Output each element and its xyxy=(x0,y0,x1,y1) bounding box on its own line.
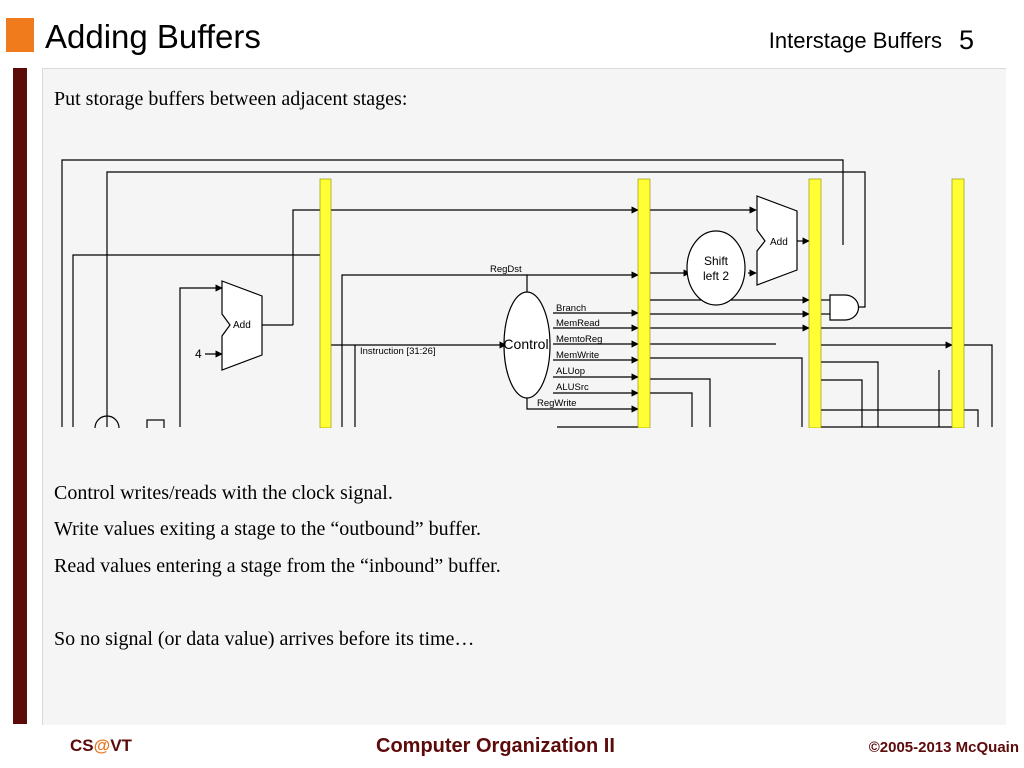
add1-input-wire xyxy=(179,284,223,427)
memtoreg-label: MemtoReg xyxy=(556,334,602,345)
intro-text: Put storage buffers between adjacent sta… xyxy=(54,88,408,110)
adder-2 xyxy=(756,195,798,286)
slide-title: Adding Buffers xyxy=(45,18,261,55)
regdst-label: RegDst xyxy=(490,264,522,275)
adder-2-label: Add xyxy=(770,237,788,248)
shift-left-2-unit xyxy=(686,230,746,306)
shift-label-line1: Shift xyxy=(704,254,729,268)
alusrc-label: ALUSrc xyxy=(556,382,589,393)
pc-register-partial xyxy=(146,419,165,428)
header-topic: Interstage Buffers xyxy=(768,28,942,53)
pc-wire xyxy=(72,254,320,427)
pipeline-datapath-diagram: Add 4 Add Shift left 2 Control RegDst In… xyxy=(61,159,993,428)
ex-mem-buffer xyxy=(808,178,822,428)
shift-label-line2: left 2 xyxy=(703,269,729,283)
footer-at: @ xyxy=(93,736,111,755)
adder-1-label: Add xyxy=(233,320,251,331)
footer-vt: VT xyxy=(110,736,132,755)
instruction-label: Instruction [31:26] xyxy=(360,346,436,357)
memwrite-s4-wire xyxy=(821,361,879,427)
body-line-3: Read values entering a stage from the “i… xyxy=(54,555,501,577)
control-unit xyxy=(503,291,551,399)
page-number: 5 xyxy=(958,25,974,55)
add1-output-wire xyxy=(292,209,320,325)
aluop-down-wire xyxy=(650,378,711,427)
footer-cs: CS xyxy=(70,736,94,755)
constant-four-label: 4 xyxy=(195,347,202,361)
regdst-wire xyxy=(341,274,528,427)
memread-label: MemRead xyxy=(556,318,600,329)
regwrite-wire xyxy=(526,398,639,413)
mem-wb-buffer xyxy=(951,178,965,428)
memwrite-label: MemWrite xyxy=(556,350,599,361)
left-accent-bar xyxy=(13,68,27,724)
aluop-s3-wire xyxy=(650,357,803,427)
title-accent-square xyxy=(6,18,34,52)
aluop-label: ALUop xyxy=(556,366,585,377)
footer-copyright: ©2005-2013 McQuain xyxy=(868,739,1019,756)
pc-mux-partial xyxy=(94,415,120,428)
if-id-buffer xyxy=(319,178,332,428)
branch-and-gate xyxy=(829,294,860,321)
body-line-1: Control writes/reads with the clock sign… xyxy=(54,482,393,504)
body-line-2: Write values exiting a stage to the “out… xyxy=(54,518,482,540)
alusrc-down-wire xyxy=(650,392,693,427)
branch-label: Branch xyxy=(556,303,586,314)
aluop-s4-wire xyxy=(821,379,863,427)
regwrite-out-wire xyxy=(964,409,979,427)
control-label: Control xyxy=(503,336,548,352)
regwrite-label: RegWrite xyxy=(537,398,576,409)
footer-course: Computer Organization II xyxy=(376,735,615,757)
adder-1 xyxy=(221,280,263,371)
feedback-wire-top xyxy=(61,159,844,427)
feedback-wire-branch xyxy=(106,171,866,427)
memtoreg-out-wire xyxy=(964,344,993,427)
footer-cs-at-vt: CS@VT xyxy=(70,736,132,756)
id-ex-buffer xyxy=(637,178,651,428)
body-line-4: So no signal (or data value) arrives bef… xyxy=(54,628,475,650)
